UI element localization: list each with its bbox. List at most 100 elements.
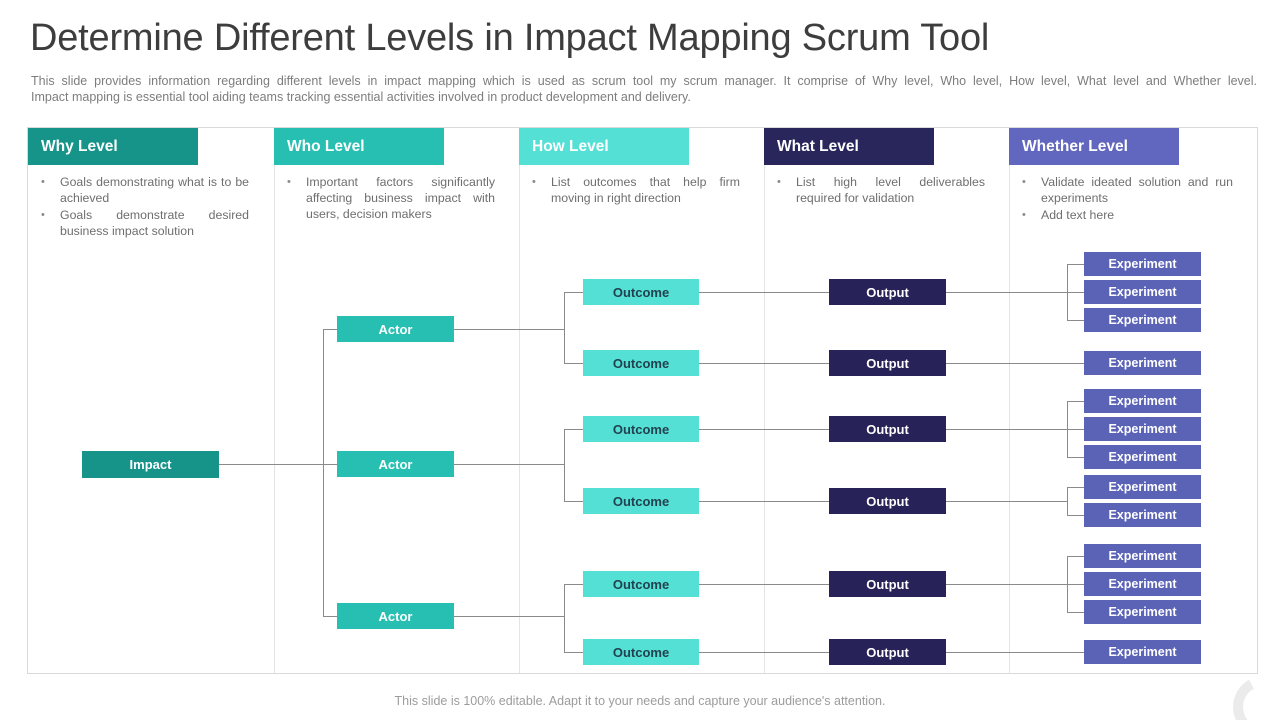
connector-line [1067, 264, 1084, 265]
connector-line [699, 501, 829, 502]
connector-line [946, 429, 1067, 430]
connector-line [454, 464, 564, 465]
experiment-node: Experiment [1084, 351, 1201, 375]
connector-line [454, 329, 564, 330]
slide-description: This slide provides information regardin… [31, 74, 1257, 105]
bullet-dot: • [41, 209, 45, 221]
experiment-node: Experiment [1084, 503, 1201, 527]
connector-line [219, 464, 337, 465]
description-line-2: Impact mapping is essential tool aiding … [31, 89, 691, 104]
output-node: Output [829, 571, 946, 597]
description-line-1: This slide provides information regardin… [31, 74, 1257, 88]
column-header-what-level: What Level [764, 128, 934, 165]
connector-line [1067, 487, 1084, 488]
connector-line [699, 652, 829, 653]
column-divider [274, 128, 275, 673]
connector-line [1067, 556, 1084, 557]
bullet-item: • Add text here [1009, 207, 1257, 223]
connector-line [564, 363, 583, 364]
experiment-node: Experiment [1084, 475, 1201, 499]
connector-line [946, 501, 1067, 502]
connector-line [564, 429, 565, 501]
bullet-item: •Goals demonstrating what is to be achie… [28, 174, 273, 206]
connector-line [454, 616, 564, 617]
connector-line [946, 363, 1084, 364]
connector-line [564, 584, 565, 652]
connector-line [1067, 584, 1084, 585]
column-bullets: • List high level deliverables required f… [764, 174, 1009, 207]
connector-line [1067, 292, 1084, 293]
column-divider [764, 128, 765, 673]
output-node: Output [829, 488, 946, 514]
connector-line [323, 616, 337, 617]
experiment-node: Experiment [1084, 308, 1201, 332]
column-divider [1009, 128, 1010, 673]
bullet-item: •Important factors significantly affecti… [274, 174, 519, 222]
connector-line [1067, 487, 1068, 515]
column-header-who-level: Who Level [274, 128, 444, 165]
connector-line [323, 329, 337, 330]
experiment-node: Experiment [1084, 600, 1201, 624]
connector-line [699, 363, 829, 364]
actor-node: Actor [337, 451, 454, 477]
column-divider [519, 128, 520, 673]
impact-node: Impact [82, 450, 219, 478]
bullet-text: Important factors significantly affectin… [306, 175, 495, 221]
experiment-node: Experiment [1084, 544, 1201, 568]
output-node: Output [829, 350, 946, 376]
connector-line [699, 584, 829, 585]
outcome-node: Outcome [583, 571, 699, 597]
output-node: Output [829, 416, 946, 442]
experiment-node: Experiment [1084, 280, 1201, 304]
connector-line [564, 292, 583, 293]
connector-line [564, 584, 583, 585]
bullet-dot: • [777, 176, 781, 188]
connector-line [564, 501, 583, 502]
bullet-item: •List outcomes that help firm moving in … [519, 174, 764, 206]
experiment-node: Experiment [1084, 445, 1201, 469]
outcome-node: Outcome [583, 279, 699, 305]
connector-line [1067, 457, 1084, 458]
connector-line [564, 292, 565, 363]
column-bullets: •List outcomes that help firm moving in … [519, 174, 764, 207]
connector-line [946, 652, 1084, 653]
experiment-node: Experiment [1084, 417, 1201, 441]
column-bullets: • Validate ideated solution and run exper… [1009, 174, 1257, 224]
bullet-text: Add text here [1041, 208, 1115, 222]
bullet-item: •Goals demonstrate desired business impa… [28, 207, 273, 239]
connector-line [699, 429, 829, 430]
bullet-text: List high level deliverables required fo… [796, 175, 985, 205]
experiment-node: Experiment [1084, 572, 1201, 596]
column-header-whether-level: Whether Level [1009, 128, 1179, 165]
column-bullets: •Important factors significantly affecti… [274, 174, 519, 223]
experiment-node: Experiment [1084, 389, 1201, 413]
bullet-dot: • [1022, 209, 1026, 221]
connector-line [564, 652, 583, 653]
connector-line [1067, 429, 1084, 430]
bullet-text: Validate ideated solution and run experi… [1041, 175, 1233, 205]
outcome-node: Outcome [583, 416, 699, 442]
output-node: Output [829, 279, 946, 305]
connector-line [946, 584, 1067, 585]
connector-line [946, 292, 1067, 293]
outcome-node: Outcome [583, 639, 699, 665]
column-bullets: •Goals demonstrating what is to be achie… [28, 174, 273, 240]
column-header-why-level: Why Level [28, 128, 198, 165]
column-header-how-level: How Level [519, 128, 689, 165]
bullet-dot: • [41, 176, 45, 188]
slide-title: Determine Different Levels in Impact Map… [30, 17, 990, 59]
connector-line [564, 429, 583, 430]
output-node: Output [829, 639, 946, 665]
outcome-node: Outcome [583, 350, 699, 376]
footer-note: This slide is 100% editable. Adapt it to… [394, 694, 886, 708]
bullet-dot: • [1022, 176, 1026, 188]
bullet-dot: • [532, 176, 536, 188]
connector-line [323, 329, 324, 616]
connector-line [1067, 515, 1084, 516]
experiment-node: Experiment [1084, 252, 1201, 276]
bullet-item: • Validate ideated solution and run exper… [1009, 174, 1257, 206]
impact-map-canvas: Why Level •Goals demonstrating what is to… [27, 127, 1258, 674]
connector-line [1067, 320, 1084, 321]
connector-line [1067, 612, 1084, 613]
